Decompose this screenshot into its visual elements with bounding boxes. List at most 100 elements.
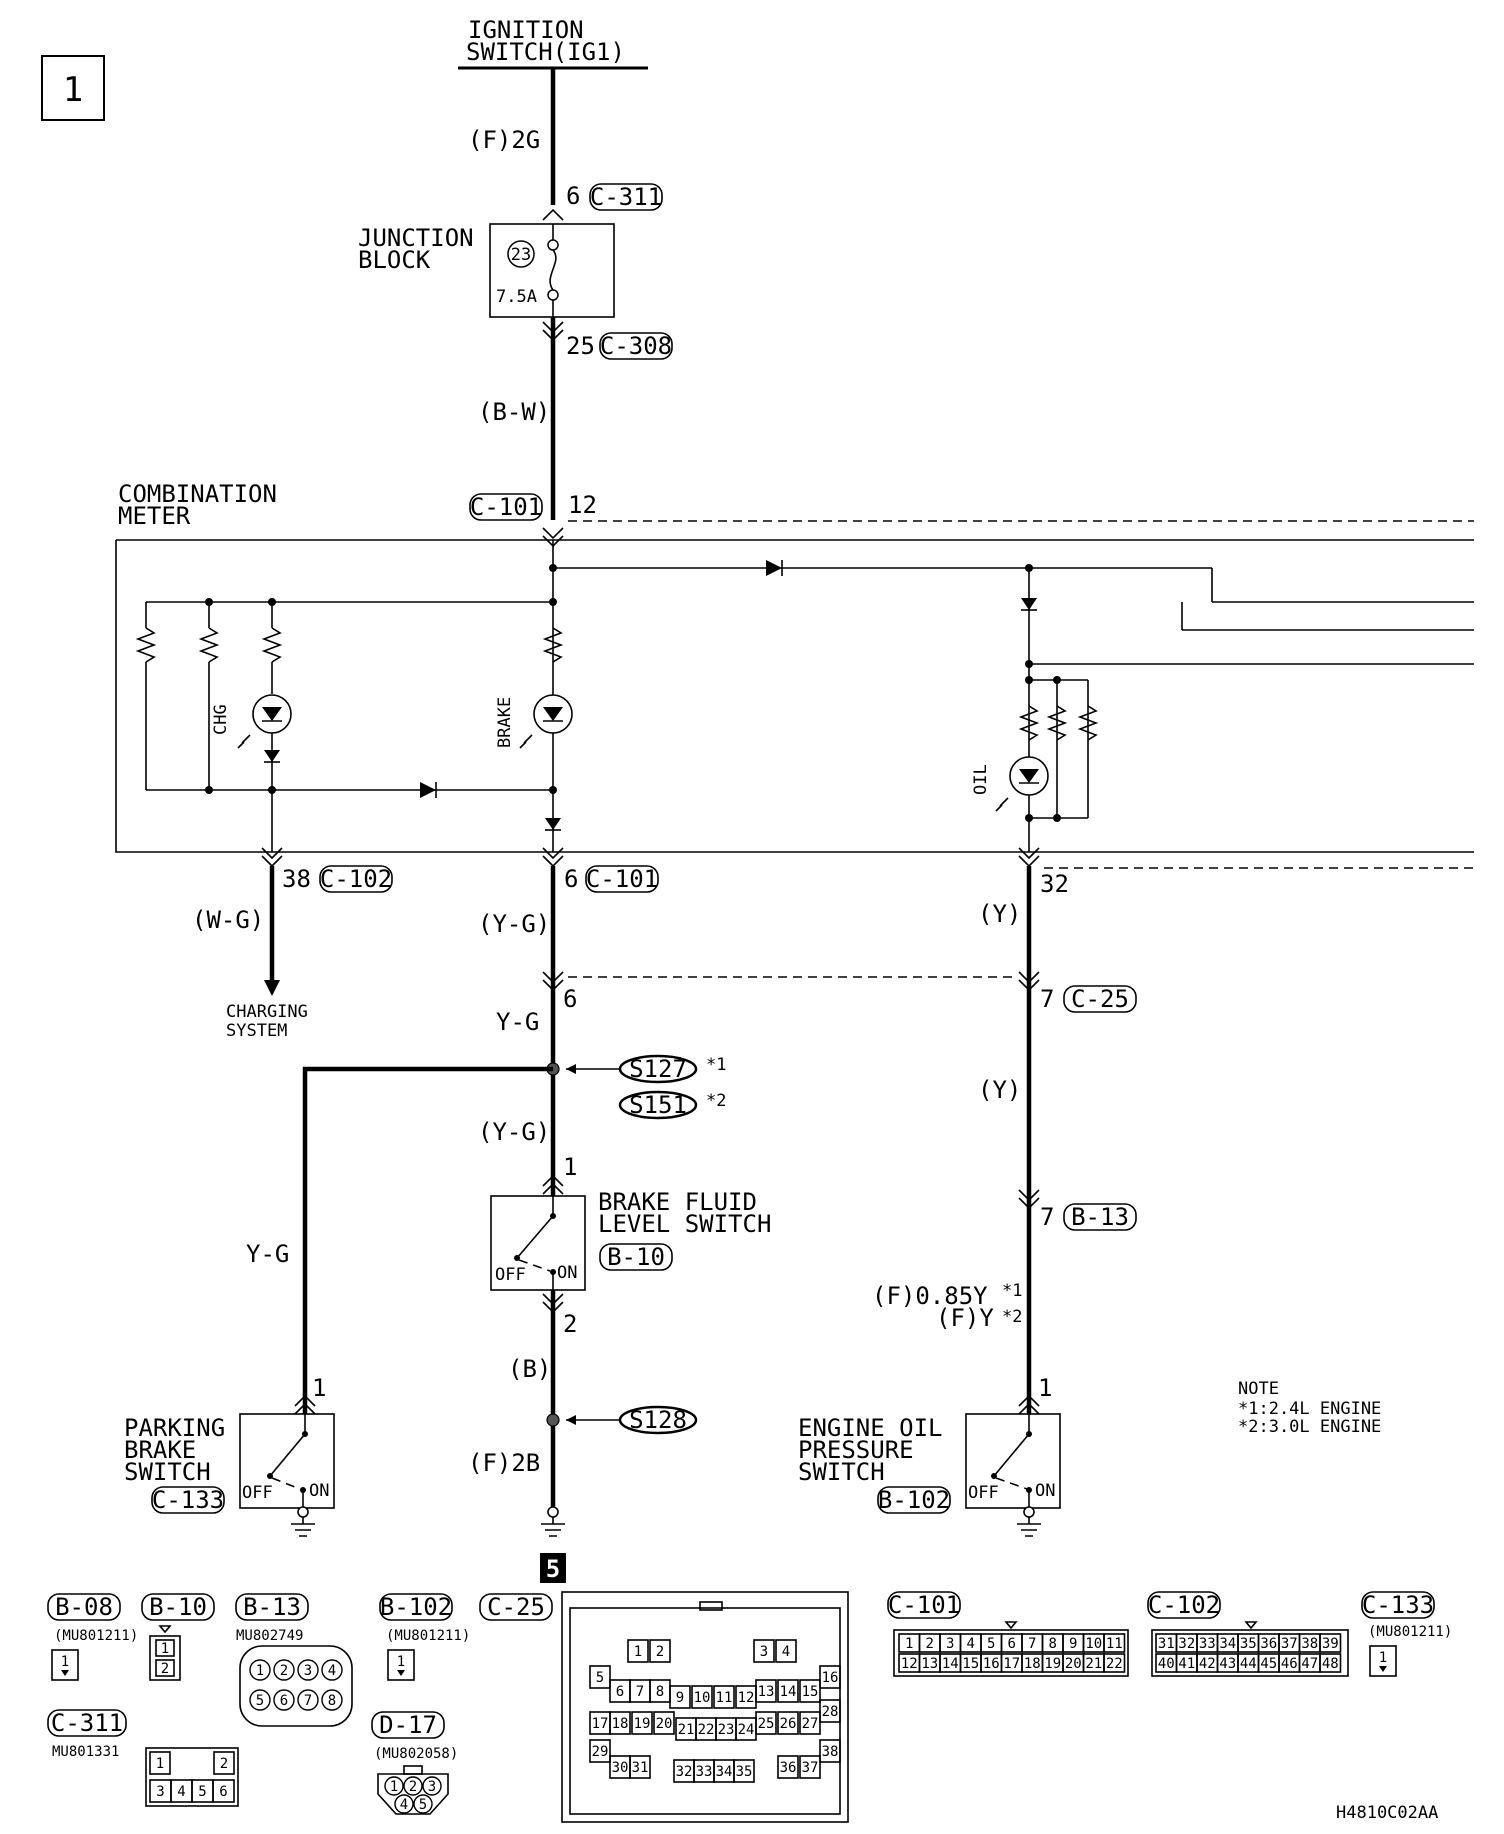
b13-pin-cavity	[249, 1689, 271, 1711]
c25-pin: 31	[632, 1760, 649, 1776]
lamp-chg-label: CHG	[211, 704, 231, 735]
engine-oil-on: ON	[1035, 1481, 1055, 1501]
c25-pin: 14	[780, 1684, 797, 1700]
c25-pin-cell	[691, 1685, 713, 1709]
pin-7-c25: 7	[1040, 985, 1054, 1013]
d17-part: (MU802058)	[374, 1746, 458, 1762]
note-ref-1: *1	[706, 1055, 726, 1075]
c25-pin: 10	[694, 1690, 711, 1706]
s127-label: S127	[629, 1055, 687, 1083]
c101-pin: 16	[983, 1656, 1000, 1672]
c25-pin-cell	[631, 1711, 653, 1735]
c25-pin: 7	[636, 1684, 644, 1700]
c25-pin: 17	[592, 1716, 609, 1732]
c25-pin: 13	[758, 1684, 775, 1700]
c133-part: (MU801211)	[1368, 1624, 1452, 1640]
fuse-number: 23	[511, 245, 531, 265]
pin-7-b13: 7	[1040, 1203, 1054, 1231]
c101-pin-cell	[1103, 1653, 1126, 1673]
brake-fluid-title-2: LEVEL SWITCH	[598, 1210, 771, 1238]
c25-pin: 6	[616, 1684, 624, 1700]
connector-label-c25	[1063, 985, 1137, 1013]
ignition-title-2: SWITCH(IG1)	[466, 38, 625, 66]
c25-pin-cell	[733, 1759, 755, 1783]
c101-pin: 14	[942, 1656, 959, 1672]
c25-pin-cell	[589, 1665, 611, 1689]
parking-off: OFF	[242, 1483, 273, 1503]
c101-pin: 13	[921, 1656, 938, 1672]
engine-oil-title-3: SWITCH	[798, 1458, 885, 1486]
c101-pin: 5	[987, 1636, 995, 1652]
meter-outline	[115, 539, 1474, 853]
pin-1-parking: 1	[312, 1374, 326, 1402]
c25-pin-cell	[713, 1685, 735, 1709]
c311-part: MU801331	[52, 1744, 119, 1760]
wire-yg: Y-G	[496, 1008, 539, 1036]
connector-label-c308	[599, 332, 673, 360]
c311-pin: 2	[220, 1756, 228, 1772]
c25-pin-cell	[653, 1711, 675, 1735]
wire-fy: (F)Y	[936, 1304, 994, 1332]
d17-pin-cavity	[384, 1776, 404, 1796]
c102-pin: 40	[1158, 1656, 1175, 1672]
b13-pin: 8	[328, 1693, 336, 1709]
connector-label-b10	[599, 1243, 673, 1271]
wire-y-label-2: (Y)	[978, 1076, 1021, 1104]
c133-label: C-133	[152, 1486, 224, 1514]
c25-pin: 8	[656, 1684, 664, 1700]
wire-f2g: (F)2G	[468, 126, 540, 154]
c25-pin-cell	[753, 1639, 775, 1663]
c25-pin: 25	[758, 1716, 775, 1732]
c311-pin: 1	[156, 1756, 164, 1772]
c102-pin: 43	[1219, 1656, 1236, 1672]
c311-pin: 3	[156, 1784, 164, 1800]
wire-f2b: (F)2B	[468, 1449, 540, 1477]
c25-pin: 22	[698, 1722, 715, 1738]
c101-pin: 2	[926, 1636, 934, 1652]
c101-pin: 4	[967, 1636, 975, 1652]
svg-text:2: 2	[161, 1661, 169, 1677]
b13-conn-label: B-13	[243, 1593, 301, 1621]
connector-b08: B-08 (MU801211) 1	[47, 1593, 138, 1681]
ground-icon	[291, 1517, 315, 1537]
meter-title-2: METER	[118, 502, 191, 530]
c102-pin: 48	[1322, 1656, 1339, 1672]
wire-yg-left-label: Y-G	[246, 1240, 289, 1268]
pin-12: 12	[568, 491, 597, 519]
resistor-icon	[542, 627, 564, 663]
brake-fluid-switch	[490, 1195, 586, 1291]
parking-title-3: SWITCH	[124, 1458, 211, 1486]
c311-pin-cell	[212, 1779, 235, 1803]
note-line-2: *2:3.0L ENGINE	[1238, 1417, 1381, 1437]
c25-pin-cell	[799, 1679, 821, 1703]
engine-oil-pressure-switch	[965, 1413, 1061, 1509]
connector-label-c133	[151, 1486, 225, 1514]
c102-pin: 33	[1199, 1636, 1216, 1652]
c102-pin: 41	[1178, 1656, 1195, 1672]
c25-pin: 18	[612, 1716, 629, 1732]
c102-pin: 44	[1240, 1656, 1257, 1672]
connector-label-b102	[877, 1486, 951, 1514]
b102-conn-label: B-102	[380, 1593, 452, 1621]
wire-yg-left	[302, 1066, 553, 1414]
c101-top-label: C-101	[470, 493, 542, 521]
c102-conn-label: C-102	[1148, 1591, 1220, 1619]
charging-system-2: SYSTEM	[226, 1021, 287, 1041]
d17-pin: 4	[400, 1797, 408, 1813]
c25-pin: 36	[780, 1760, 797, 1776]
svg-text:1: 1	[1379, 1650, 1387, 1666]
c25-pin-cell	[819, 1699, 841, 1723]
c25-pin: 23	[718, 1722, 735, 1738]
connector-label-b13	[1063, 1203, 1137, 1231]
c102-pin: 45	[1260, 1656, 1277, 1672]
c25-pin: 27	[802, 1716, 819, 1732]
pin-1-engine-oil: 1	[1038, 1374, 1052, 1402]
c311-conn-label: C-311	[51, 1709, 123, 1737]
c101-conn-label: C-101	[888, 1591, 960, 1619]
c25-pin: 33	[696, 1764, 713, 1780]
